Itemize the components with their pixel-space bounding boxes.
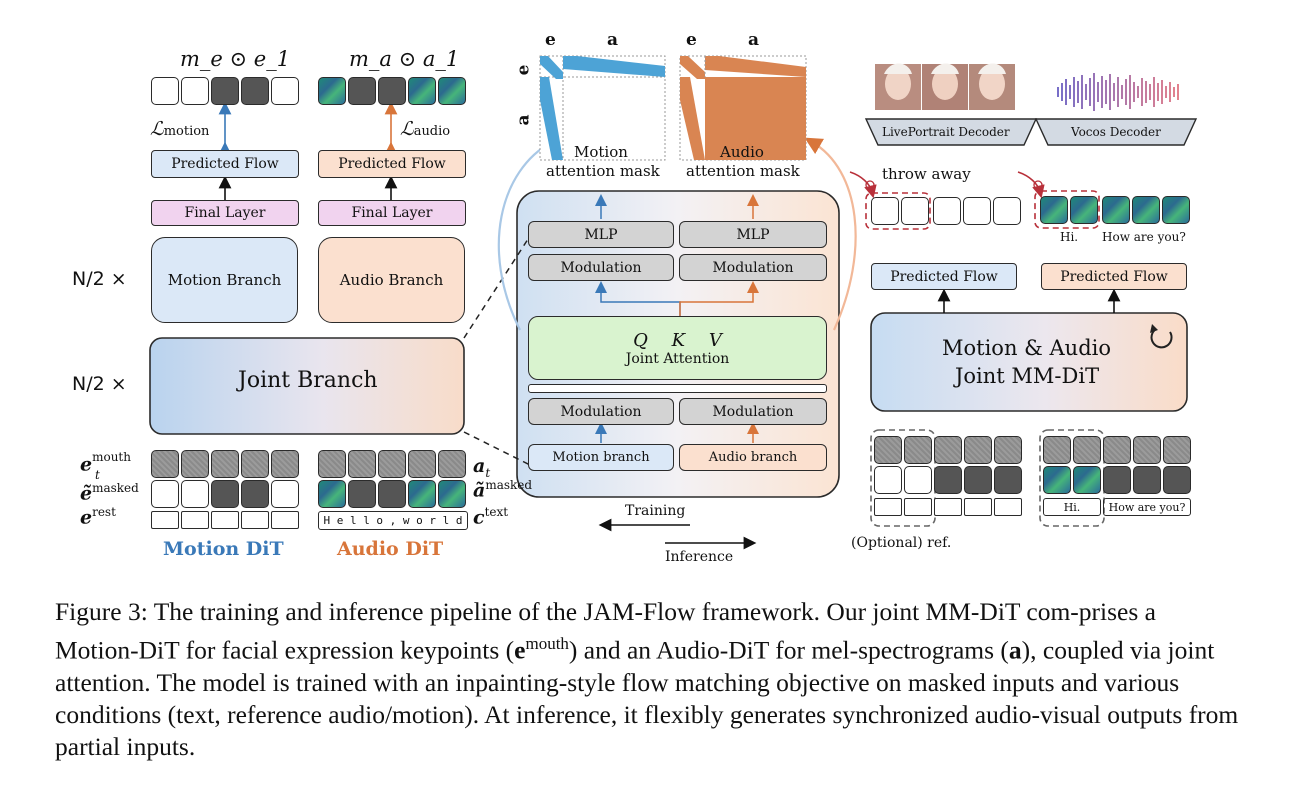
n-half-label-bottom: N/2 × [72,373,127,395]
mask-col-a-1: a [607,30,619,50]
a-masked-label: ãmasked [473,478,533,502]
output-how-are-you-label: How are you? [1102,230,1186,244]
mmdit-label-line2: Joint MM-DiT [955,364,1100,388]
mask-col-e-1: e [545,30,556,50]
motion-final-layer: Final Layer [151,200,299,226]
refresh-icon [1150,324,1173,349]
motion-mask-title: Motion [574,143,628,161]
audio-mask-title: Audio [720,143,764,161]
joint-branch-box [149,337,465,435]
c-text-label: ctext [473,505,509,529]
inference-hi-text: Hi. [1043,498,1101,516]
audio-mlp: MLP [679,221,827,248]
right-audio-predicted-flow: Predicted Flow [1041,263,1187,290]
a-t-label: at [473,455,491,480]
audio-modulation-bottom: Modulation [679,398,827,425]
n-half-label-top: N/2 × [72,268,127,290]
motion-modulation-top: Modulation [528,254,674,281]
motion-dit-title: Motion DiT [163,538,284,560]
output-hi-label: Hi. [1060,230,1079,244]
joint-separator-bar [528,384,827,393]
e-rest-label: erest [80,505,116,529]
motion-mask-subtitle: attention mask [546,162,660,180]
liveportrait-decoder-label: LivePortrait Decoder [882,125,1010,139]
audio-target-formula: m_a ⊙ a_1 [349,47,460,71]
motion-target-formula: m_e ⊙ e_1 [180,47,291,71]
joint-branch-label: Joint Branch [238,368,378,393]
motion-mlp: MLP [528,221,674,248]
mask-col-e-2: e [686,30,697,50]
e-masked-label: ẽmasked [80,481,139,505]
optional-ref-label: (Optional) ref. [851,535,952,551]
audio-branch-input: Audio branch [679,444,827,471]
audio-branch-box: Audio Branch [318,237,465,323]
mask-row-e: e [513,64,534,76]
audio-predicted-flow: Predicted Flow [318,150,466,178]
hello-world-text-box: H e l l o , w o r l d [318,511,468,530]
motion-branch-input: Motion branch [528,444,674,471]
motion-modulation-bottom: Modulation [528,398,674,425]
figure-caption: Figure 3: The training and inference pip… [55,597,1239,761]
motion-predicted-flow: Predicted Flow [151,150,299,178]
mmdit-label-line1: Motion & Audio [942,336,1112,360]
right-motion-predicted-flow: Predicted Flow [871,263,1017,290]
mask-col-a-2: a [748,30,760,50]
vocos-decoder-label: Vocos Decoder [1071,125,1161,139]
audio-final-layer: Final Layer [318,200,466,226]
throw-away-label: throw away [882,165,971,183]
joint-attention-box: Q K V Joint Attention [528,316,827,380]
audio-mask-subtitle: attention mask [686,162,800,180]
e-mouth-label: emoutht [80,450,131,483]
inference-label: Inference [665,549,734,565]
audio-waveform [1057,73,1179,111]
audio-dit-title: Audio DiT [337,538,444,560]
training-label: Training [625,503,686,519]
audio-modulation-top: Modulation [679,254,827,281]
mmdit-box [870,312,1188,412]
motion-branch-box: Motion Branch [151,237,298,323]
loss-audio-label: ℒaudio [400,118,451,140]
inference-how-are-you-text: How are you? [1103,498,1191,516]
mask-row-a: a [513,114,534,126]
loss-motion-label: ℒmotion [150,118,210,140]
